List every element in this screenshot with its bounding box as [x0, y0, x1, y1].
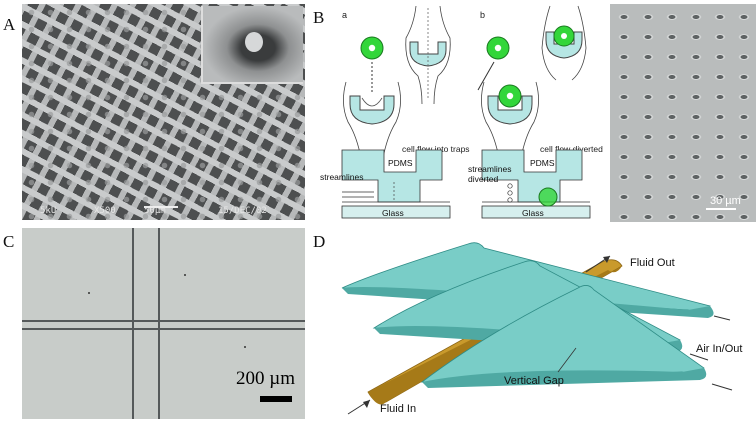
label-air-in-out: Air In/Out — [696, 343, 742, 355]
scale-label: 200 µm — [236, 368, 295, 389]
panel-letter-c: C — [3, 232, 15, 251]
scale-bar — [260, 396, 292, 402]
cross-section-a — [341, 149, 451, 219]
trap-micrograph: 30 µm — [610, 4, 756, 222]
debris — [244, 346, 246, 348]
sem-scale-bar — [144, 206, 178, 208]
label-fluid-in: Fluid In — [380, 403, 416, 415]
sem-magnification: X500 — [94, 206, 116, 216]
trap-array — [610, 4, 756, 222]
sub-label-a: a — [342, 10, 347, 20]
sem-image: 5kU X500 50µm 15/DEC/02 — [22, 4, 305, 220]
label-glass-b: Glass — [522, 208, 544, 218]
label-glass-a: Glass — [382, 208, 404, 218]
sem-trapped-cell — [245, 32, 263, 52]
trap-b-second — [541, 5, 587, 81]
horizontal-channel-edge — [22, 328, 305, 330]
caption-flow-into-traps: cell flow into traps — [402, 144, 470, 154]
device-3d-schematic: Fluid Out Air In/Out Vertical Gap Fluid … — [341, 242, 742, 415]
sem-scale-label: 50µm — [144, 206, 166, 216]
label-fluid-out: Fluid Out — [630, 257, 675, 269]
panel-letter-b: B — [313, 8, 325, 27]
label-streamlines-a: streamlines — [320, 172, 363, 182]
caption-flow-diverted: cell flow diverted — [540, 144, 603, 154]
horizontal-channel-edge — [22, 320, 305, 322]
panel-letter-a: A — [3, 15, 16, 34]
vertical-channel-edge — [158, 228, 160, 419]
panel-letter-d: D — [313, 232, 326, 251]
trap-a-main — [343, 36, 401, 165]
sub-label-b: b — [480, 10, 485, 20]
trap-a-empty — [405, 5, 451, 105]
channel-micrograph: 200 µm — [22, 228, 305, 419]
trap-b-occupied — [477, 36, 539, 165]
label-pdms-b: PDMS — [530, 158, 555, 168]
cross-section-b — [481, 149, 591, 219]
sem-voltage: 5kU — [40, 206, 57, 216]
trap-scale-label: 30 µm — [710, 195, 741, 207]
sem-inset-closeup — [201, 6, 303, 84]
label-streamlines-b: streamlines — [468, 164, 511, 174]
trap-schematic: a b cell flow into traps PDMS streamline… — [320, 5, 603, 219]
trap-scale-bar — [706, 208, 736, 210]
vertical-channel-edge — [132, 228, 134, 419]
debris — [184, 274, 186, 276]
label-pdms-a: PDMS — [388, 158, 413, 168]
label-diverted-b: diverted — [468, 174, 499, 184]
debris — [88, 292, 90, 294]
label-vertical-gap: Vertical Gap — [504, 375, 564, 387]
sem-date: 15/DEC/02 — [218, 206, 267, 216]
